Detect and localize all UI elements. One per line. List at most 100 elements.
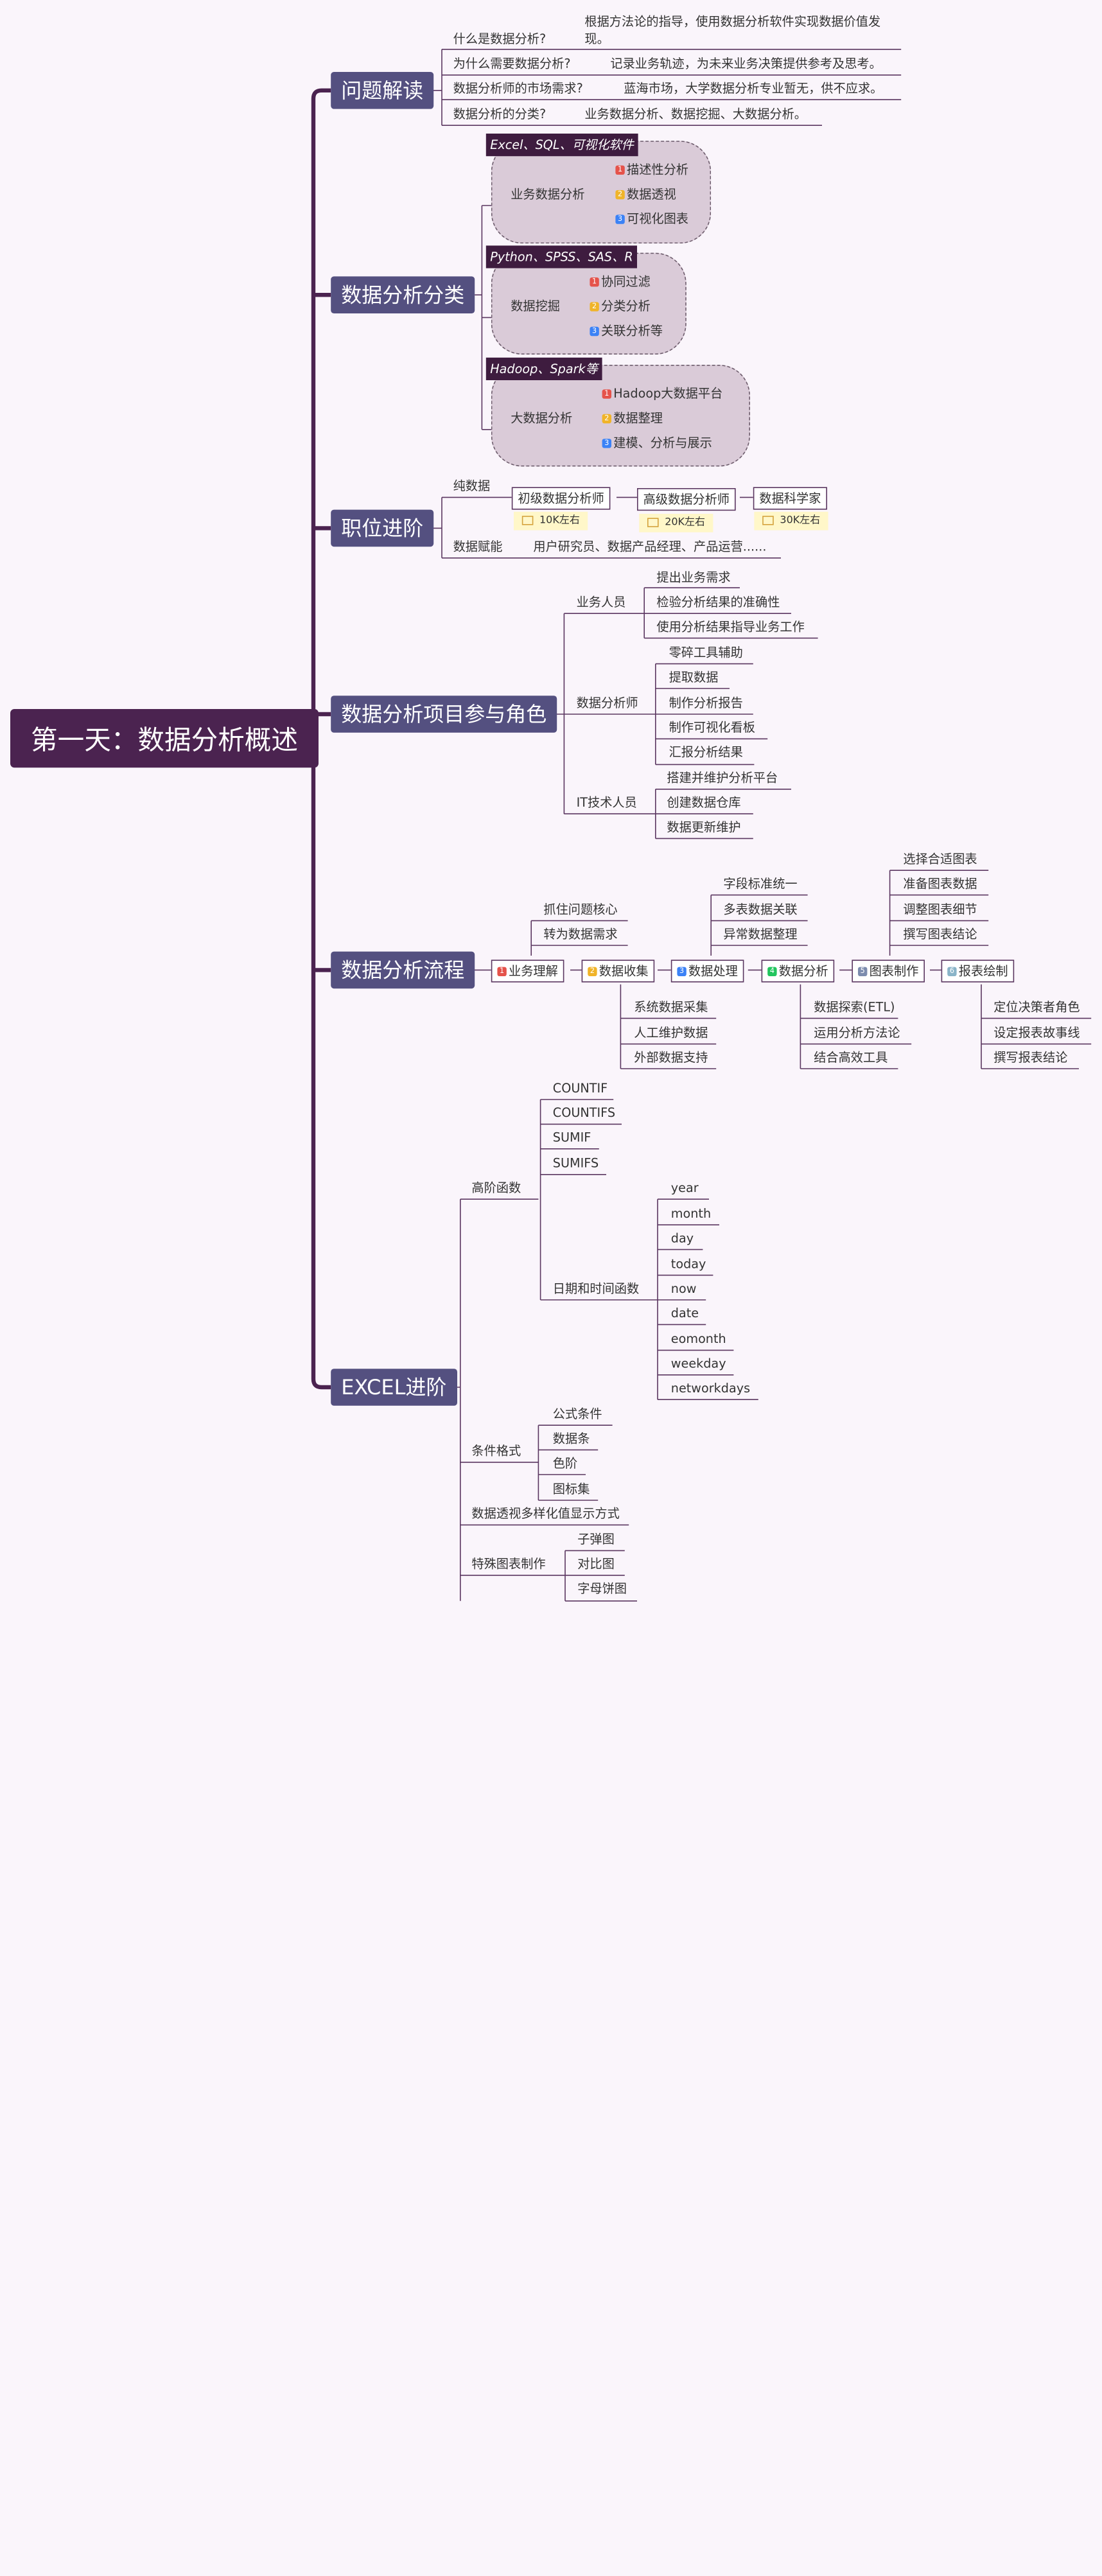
collection-note-1: 系统数据采集: [634, 999, 708, 1015]
topic-question-interpretation[interactable]: 问题解读: [331, 72, 434, 109]
note-icon: [762, 515, 774, 525]
business-task-2: 检验分析结果的准确性: [656, 595, 780, 609]
tag-business-tools: Excel、SQL、可视化软件: [485, 134, 638, 157]
understanding-note-2: 转为数据需求: [543, 927, 618, 942]
analyst-task-4: 制作可视化看板: [669, 720, 756, 735]
excel-conditional-format: 条件格式: [471, 1444, 521, 1459]
chart-comparison: 对比图: [577, 1557, 615, 1572]
analyst-task-5: 汇报分析结果: [669, 745, 743, 760]
topic-excel-advanced[interactable]: EXCEL进阶: [331, 1369, 457, 1406]
chart-letter-pie: 字母饼图: [577, 1581, 627, 1596]
salary-scientist: 30K左右: [754, 511, 829, 530]
processing-note-2: 多表数据关联: [723, 902, 798, 917]
cond-data-bar: 数据条: [552, 1431, 590, 1446]
root-topic: 第一天：数据分析概述: [10, 709, 319, 768]
badge-3-icon: 3: [615, 215, 625, 224]
level-data-scientist: 数据科学家: [753, 487, 828, 510]
enablement-roles: 用户研究员、数据产品经理、产品运营......: [533, 539, 767, 554]
badge-1-icon: 1: [602, 389, 611, 399]
topic-career-path[interactable]: 职位进阶: [331, 509, 434, 547]
question-types: 数据分析的分类?: [453, 107, 547, 121]
badge-1-icon: 1: [590, 277, 599, 287]
topic-analysis-categories[interactable]: 数据分析分类: [331, 276, 475, 313]
func-today: today: [670, 1256, 706, 1272]
role-business: 业务人员: [576, 595, 626, 609]
level-junior-analyst: 初级数据分析师: [511, 487, 611, 510]
understanding-note-1: 抓住问题核心: [543, 902, 618, 917]
func-eomonth: eomonth: [670, 1331, 726, 1346]
tag-bigdata-tools: Hadoop、Spark等: [485, 357, 602, 380]
answer-what-line1: 根据方法论的指导，使用数据分析软件实现数据价值发: [584, 14, 881, 29]
report-note-2: 设定报表故事线: [993, 1025, 1080, 1040]
badge-3-icon: 3: [590, 326, 599, 337]
excel-advanced-functions: 高阶函数: [471, 1180, 521, 1195]
processing-note-1: 字段标准统一: [723, 876, 798, 891]
role-it: IT技术人员: [576, 795, 637, 810]
topic-project-roles[interactable]: 数据分析项目参与角色: [331, 696, 557, 733]
badge-3-icon: 3: [677, 967, 687, 976]
cloud-bigdata: [491, 365, 750, 467]
answer-what-line2: 现。: [584, 31, 609, 46]
salary-junior: 10K左右: [514, 511, 588, 530]
analyst-task-3: 制作分析报告: [669, 696, 743, 710]
badge-1-icon: 1: [497, 967, 507, 976]
badge-2-icon: 2: [590, 302, 599, 311]
badge-1-icon: 1: [615, 165, 625, 175]
question-what: 什么是数据分析?: [453, 31, 547, 46]
analysis-note-1: 数据探索(ETL): [814, 999, 895, 1015]
business-task-3: 使用分析结果指导业务工作: [656, 619, 805, 635]
answer-types: 业务数据分析、数据挖掘、大数据分析。: [584, 107, 807, 121]
cloud-business: [491, 141, 712, 244]
question-why: 为什么需要数据分析?: [453, 57, 571, 71]
chart-bullet: 子弹图: [577, 1532, 615, 1546]
processing-note-3: 异常数据整理: [723, 927, 798, 942]
badge-6-icon: 6: [947, 967, 957, 976]
level-senior-analyst: 高级数据分析师: [637, 488, 736, 511]
cond-color-scale: 色阶: [552, 1456, 578, 1471]
group-big-data: 大数据分析: [511, 411, 573, 426]
func-sumif: SUMIF: [552, 1130, 591, 1145]
group-business-analysis: 业务数据分析: [511, 187, 585, 202]
answer-market: 蓝海市场，大学数据分析专业暂无，供不应求。: [624, 81, 883, 96]
cloud-mining: [491, 252, 687, 355]
func-year: year: [670, 1180, 699, 1195]
it-task-3: 数据更新维护: [667, 819, 741, 835]
chart-note-4: 撰写图表结论: [903, 927, 977, 942]
collection-note-3: 外部数据支持: [634, 1050, 708, 1065]
func-countifs: COUNTIFS: [552, 1105, 616, 1120]
badge-2-icon: 2: [602, 414, 611, 424]
topic-analysis-process[interactable]: 数据分析流程: [331, 951, 475, 989]
report-note-1: 定位决策者角色: [993, 999, 1080, 1015]
question-market: 数据分析师的市场需求?: [453, 81, 583, 96]
func-countif: COUNTIF: [552, 1081, 608, 1096]
badge-5-icon: 5: [858, 967, 868, 976]
chart-note-2: 准备图表数据: [903, 876, 977, 891]
func-networkdays: networkdays: [670, 1381, 751, 1396]
it-task-2: 创建数据仓库: [667, 795, 741, 810]
collection-note-2: 人工维护数据: [634, 1025, 708, 1040]
analyst-task-1: 零碎工具辅助: [669, 645, 743, 660]
badge-4-icon: 4: [767, 967, 777, 976]
note-icon: [521, 515, 534, 525]
excel-special-charts: 特殊图表制作: [471, 1557, 546, 1572]
branch-data-enablement: 数据赋能: [453, 539, 503, 554]
note-icon: [647, 517, 659, 527]
chart-note-3: 调整图表细节: [903, 902, 977, 917]
role-analyst: 数据分析师: [576, 696, 638, 710]
cond-icon-set: 图标集: [552, 1482, 590, 1496]
cond-formula: 公式条件: [552, 1406, 602, 1421]
